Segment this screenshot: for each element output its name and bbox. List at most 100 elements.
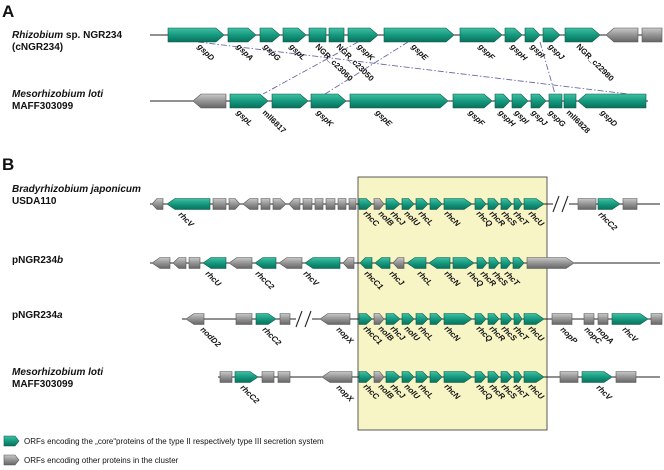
a-track2-orf-core-3 <box>271 93 309 109</box>
homology-connector-1 <box>197 41 629 95</box>
b-track3-orf-core-17 <box>523 313 545 325</box>
a-track1-orf-core-11 <box>524 27 541 43</box>
b-track1-orf-other-1 <box>151 198 164 210</box>
b-track1-orf-other-5 <box>242 198 259 210</box>
homology-connector-2 <box>262 41 359 95</box>
b-track3-orf-core-9 <box>401 313 415 325</box>
a-track2-gene-label: gspD <box>598 107 619 128</box>
b-track4-gene-label: rhcV <box>595 383 614 402</box>
b-track3-orf-core-16 <box>513 313 523 325</box>
b-track4-orf-core-2 <box>234 371 259 383</box>
b-track3-orf-other-7 <box>373 313 385 325</box>
b-track4-orf-other-7 <box>373 371 385 383</box>
a-track2-gene-label: gspL <box>234 107 255 128</box>
b-track1-orf-other-9 <box>302 198 313 210</box>
b-track2-orf-other-12 <box>392 257 405 269</box>
b-track2-orf-core-13 <box>406 257 427 269</box>
b-track3-orf-other-19 <box>583 313 595 325</box>
b-track1-orf-other-15 <box>373 198 385 210</box>
legend-core-text: ORFs encoding the „core“proteins of the … <box>24 437 324 446</box>
a-track1-gene-label: gspD <box>195 41 216 62</box>
a-track1-orf-core-10 <box>504 27 523 43</box>
b-track2-orf-core-6 <box>254 257 277 269</box>
a-track2-gene-label: gspK <box>314 107 336 129</box>
b-track3-orf-core-13 <box>474 313 487 325</box>
a-track2-gene-label: gspF <box>466 107 487 128</box>
b-track1-orf-other-10 <box>314 198 324 210</box>
a-track1-orf-core-13 <box>564 27 601 43</box>
b-track4-orf-core-14 <box>487 371 500 383</box>
panel-a-org1-title: Rhizobium sp. NGR234 <box>12 30 122 41</box>
b-track3-orf-core-12 <box>443 313 473 325</box>
b-track3-gene-label: nodD2 <box>199 325 223 349</box>
b-track1-orf-other-6 <box>260 198 271 210</box>
a-track2-orf-core-5 <box>349 93 449 109</box>
b-track4-orf-other-18 <box>559 371 579 383</box>
panel-b-org1-title: Bradyrhizobium japonicum <box>12 184 141 195</box>
b-track3-orf-core-8 <box>385 313 401 325</box>
panel-a-org1-rest: sp. NGR234 <box>63 30 122 41</box>
b-track4-orf-core-9 <box>401 371 415 383</box>
panel-b-org4-sub: MAFF303099 <box>12 379 74 390</box>
b-track1-orf-core-23 <box>500 198 513 210</box>
b-track3-orf-core-10 <box>415 313 429 325</box>
b-track1-orf-core-14 <box>358 198 373 210</box>
b-track4-orf-core-17 <box>523 371 545 383</box>
legend-core-swatch <box>3 435 20 447</box>
b-track1-orf-core-25 <box>523 198 545 210</box>
panel-b-org2-prefix: pNGR234 <box>12 255 57 266</box>
b-track4-orf-core-10 <box>415 371 429 383</box>
panel-b-label: B <box>2 155 14 174</box>
b-track2-orf-core-15 <box>452 257 475 269</box>
a-track1-gene-label: gspF <box>476 41 497 62</box>
a-track2-orf-core-4 <box>310 93 347 109</box>
b-track2-gene-label: rhcC2 <box>254 269 277 292</box>
b-track1-orf-other-12 <box>337 198 347 210</box>
panel-b-org2-suffix: b <box>57 255 63 266</box>
b-track4-orf-other-3 <box>261 371 275 383</box>
b-track4-orf-core-15 <box>500 371 513 383</box>
a-track2-orf-core-11 <box>563 93 577 109</box>
panel-a-label: A <box>2 2 14 21</box>
a-track2-gene-label: mll6817 <box>261 108 289 136</box>
a-track1-orf-core-4 <box>282 27 307 43</box>
b-track1-orf-other-11 <box>325 198 336 210</box>
a-track1-orf-core-6 <box>328 27 345 43</box>
a-track2-orf-other-1 <box>192 93 227 109</box>
b-track2-orf-other-9 <box>342 257 355 269</box>
b-track2-gene-label: rhcU <box>204 269 223 288</box>
a-track1-gene-label: gspE <box>409 41 430 62</box>
b-track4-orf-other-4 <box>277 371 291 383</box>
b-track3-orf-other-22 <box>650 313 663 325</box>
b-track1-orf-core-20 <box>443 198 473 210</box>
b-track4-orf-core-13 <box>474 371 487 383</box>
b-track4-orf-core-8 <box>385 371 401 383</box>
b-track2-orf-other-1 <box>151 257 171 269</box>
b-track1-gene-label: rhcC2 <box>597 210 620 233</box>
a-track1-gene-label: gspL <box>287 41 308 62</box>
panel-b-org4-title: Mesorhizobium loti <box>12 367 103 378</box>
b-track1-orf-core-16 <box>385 198 401 210</box>
b-track3-gene-label: rhcC2 <box>261 325 284 348</box>
legend: ORFs encoding the „core“proteins of the … <box>3 435 324 466</box>
b-track2-orf-core-16 <box>476 257 488 269</box>
a-track1-orf-core-8 <box>383 27 455 43</box>
b-track1-orf-core-19 <box>429 198 443 210</box>
a-track2-orf-core-2 <box>229 93 269 109</box>
a-track1-orf-other-14 <box>605 27 639 43</box>
panel-a-org2-sub: MAFF303099 <box>12 101 74 112</box>
panel-b-org1-sub: USDA110 <box>12 196 57 207</box>
a-track1-gene-label: gspJ <box>546 41 567 62</box>
b-track1-orf-core-27 <box>597 198 621 210</box>
b-track1-orf-core-18 <box>415 198 429 210</box>
a-track2-gene-label: gspE <box>373 107 394 128</box>
a-track2-orf-core-9 <box>530 93 547 109</box>
b-track1-orf-core-22 <box>487 198 500 210</box>
b-track4-orf-other-1 <box>219 371 233 383</box>
a-track1-gene-label: gspG <box>261 41 283 63</box>
b-track4-gene-label: rhcC2 <box>239 383 262 406</box>
b-track3-orf-core-6 <box>358 313 373 325</box>
a-track2-gene-label: mll6828 <box>565 108 593 136</box>
